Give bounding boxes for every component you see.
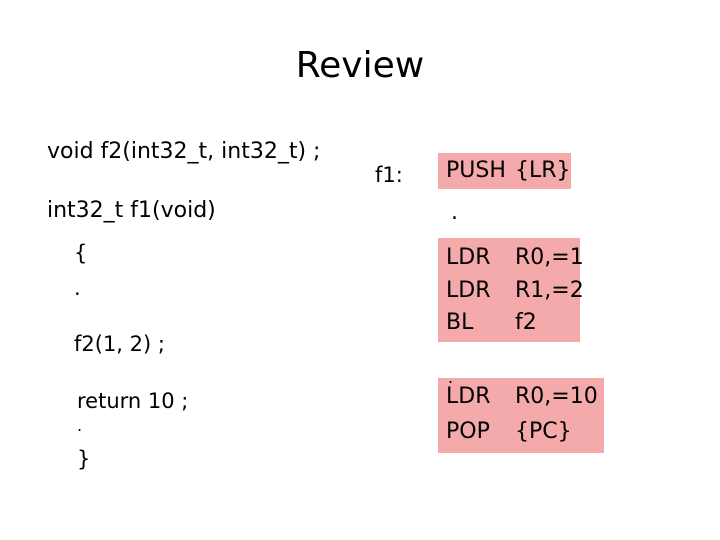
- c-ellipsis-1: .: [74, 276, 81, 300]
- asm-ldr1-arg: R0,=1: [515, 245, 584, 270]
- asm-highlight-push: [438, 153, 571, 189]
- c-call-f2: f2(1, 2) ;: [74, 332, 165, 356]
- asm-bl-op: BL: [446, 310, 474, 335]
- asm-push-op: PUSH: [446, 158, 506, 183]
- c-decl-f1: int32_t f1(void): [47, 198, 216, 223]
- asm-pop-arg: {PC}: [515, 419, 572, 444]
- asm-ellipsis-1: .: [451, 200, 458, 225]
- asm-ellipsis-2: .: [448, 368, 454, 387]
- asm-ldr3-op: LDR: [446, 384, 491, 409]
- asm-highlight-call: [438, 238, 580, 342]
- asm-ldr2-arg: R1,=2: [515, 278, 584, 303]
- c-return: return 10 ;: [77, 389, 189, 413]
- asm-ldr3-arg: R0,=10: [515, 384, 598, 409]
- asm-highlight-return: [438, 378, 604, 453]
- c-ellipsis-2: .: [77, 416, 83, 435]
- c-decl-f2: void f2(int32_t, int32_t) ;: [47, 139, 321, 164]
- c-open-brace: {: [74, 241, 88, 265]
- asm-push-arg: {LR}: [515, 158, 571, 183]
- asm-bl-arg: f2: [515, 310, 537, 335]
- asm-ldr2-op: LDR: [446, 278, 491, 303]
- asm-ldr1-op: LDR: [446, 245, 491, 270]
- asm-pop-op: POP: [446, 419, 490, 444]
- c-close-brace: }: [77, 447, 91, 471]
- slide-title: Review: [295, 45, 425, 86]
- asm-label-f1: f1:: [375, 163, 403, 187]
